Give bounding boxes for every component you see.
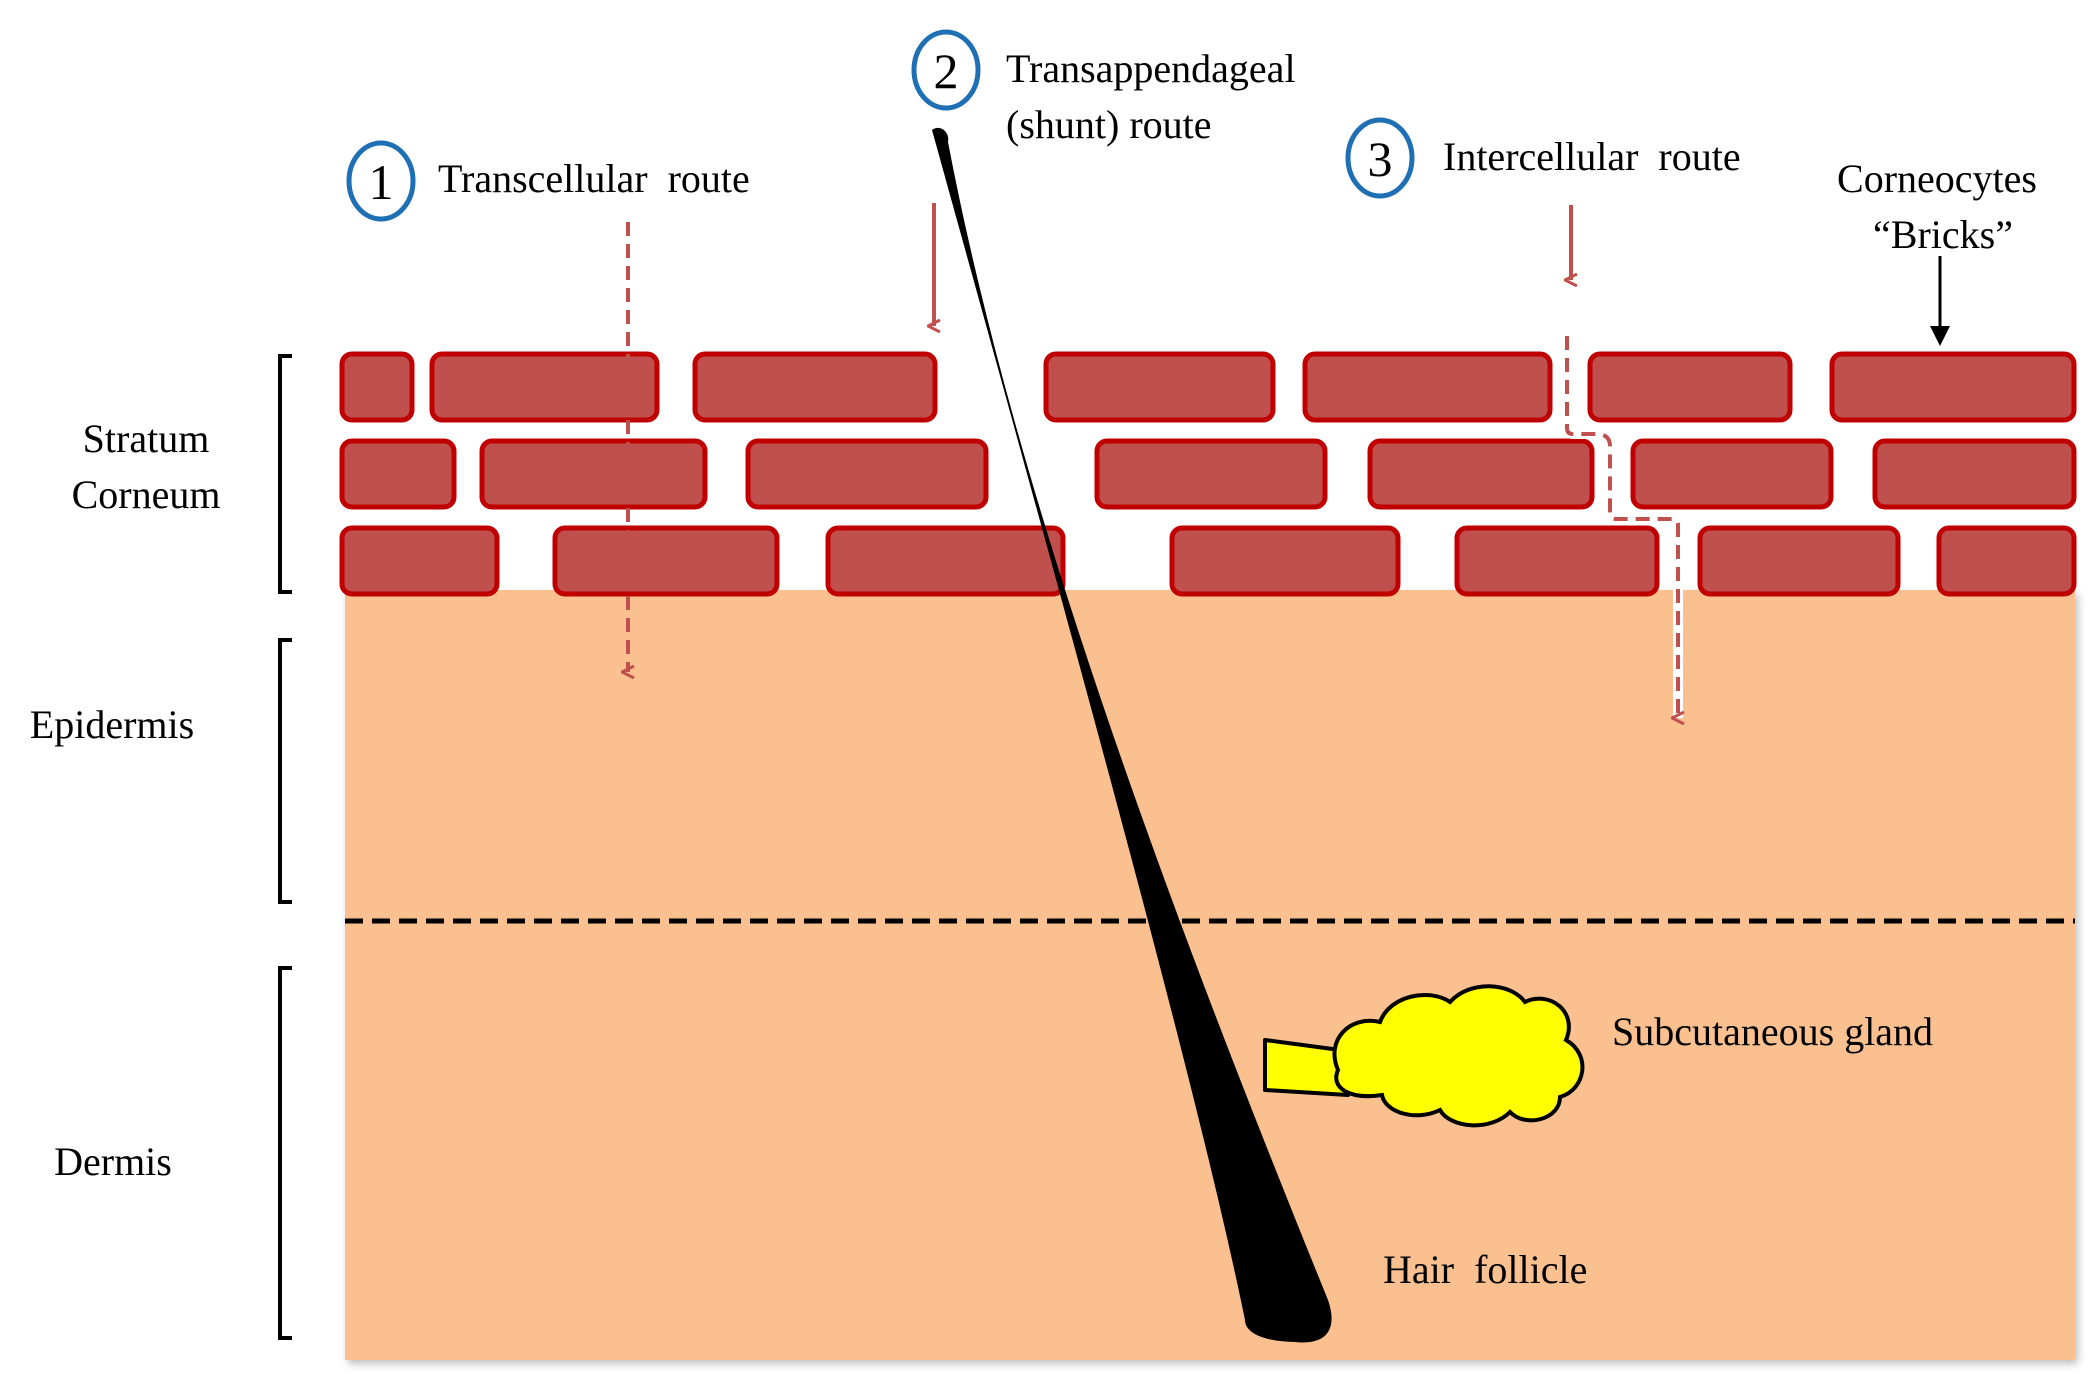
route-3-number: 3 bbox=[1368, 131, 1393, 187]
brick bbox=[429, 351, 660, 423]
transcellular-route-label: Transcellular route bbox=[438, 156, 750, 201]
skin-tissue bbox=[345, 590, 2075, 1360]
brick bbox=[1367, 438, 1595, 510]
hair-follicle-label: Hair follicle bbox=[1383, 1247, 1587, 1292]
intercellular-route-path bbox=[1562, 336, 1678, 718]
brick bbox=[339, 438, 457, 510]
route-1-number: 1 bbox=[369, 154, 394, 210]
brick bbox=[339, 525, 500, 597]
brick bbox=[339, 351, 415, 423]
dermis-label: Dermis bbox=[54, 1139, 172, 1184]
brick bbox=[1043, 351, 1276, 423]
brick bbox=[1697, 525, 1901, 597]
transappendageal-route-label-line1: Transappendageal bbox=[1006, 46, 1296, 91]
brick bbox=[552, 525, 780, 597]
brick bbox=[479, 438, 708, 510]
brick bbox=[745, 438, 989, 510]
route-2-marker: 2 bbox=[911, 29, 981, 111]
subcutaneous-gland-label: Subcutaneous gland bbox=[1612, 1009, 1933, 1054]
stratum-corneum-label-line1: Stratum bbox=[83, 416, 210, 461]
brick bbox=[1630, 438, 1834, 510]
brick bbox=[1936, 525, 2077, 597]
brick bbox=[1872, 438, 2077, 510]
corneocyte-bricks bbox=[339, 351, 2077, 597]
brick bbox=[1829, 351, 2077, 423]
hair-follicle-shape bbox=[932, 127, 1332, 1343]
stratum-corneum-bracket bbox=[278, 354, 292, 594]
bricks-label: “Bricks” bbox=[1873, 212, 2013, 257]
intercellular-route-label: Intercellular route bbox=[1443, 134, 1741, 179]
brick bbox=[1169, 525, 1401, 597]
epidermis-bracket bbox=[278, 638, 292, 904]
gland-duct bbox=[1263, 1038, 1350, 1097]
corneocytes-label: Corneocytes bbox=[1837, 156, 2037, 201]
brick bbox=[1454, 525, 1660, 597]
epidermis-label: Epidermis bbox=[30, 702, 194, 747]
route-1-marker: 1 bbox=[346, 140, 416, 222]
brick bbox=[1094, 438, 1328, 510]
brick bbox=[692, 351, 938, 423]
dermis-bracket bbox=[278, 966, 292, 1340]
route-2-number: 2 bbox=[934, 43, 959, 99]
brick bbox=[1587, 351, 1793, 423]
brick bbox=[825, 525, 1066, 597]
transappendageal-route-label-line2: (shunt) route bbox=[1006, 102, 1212, 147]
brick bbox=[1302, 351, 1553, 423]
subcutaneous-gland-shape bbox=[1332, 984, 1585, 1128]
stratum-corneum-label-line2: Corneum bbox=[72, 472, 221, 517]
corneocytes-pointer-head bbox=[1930, 326, 1950, 346]
route-3-marker: 3 bbox=[1345, 117, 1415, 199]
